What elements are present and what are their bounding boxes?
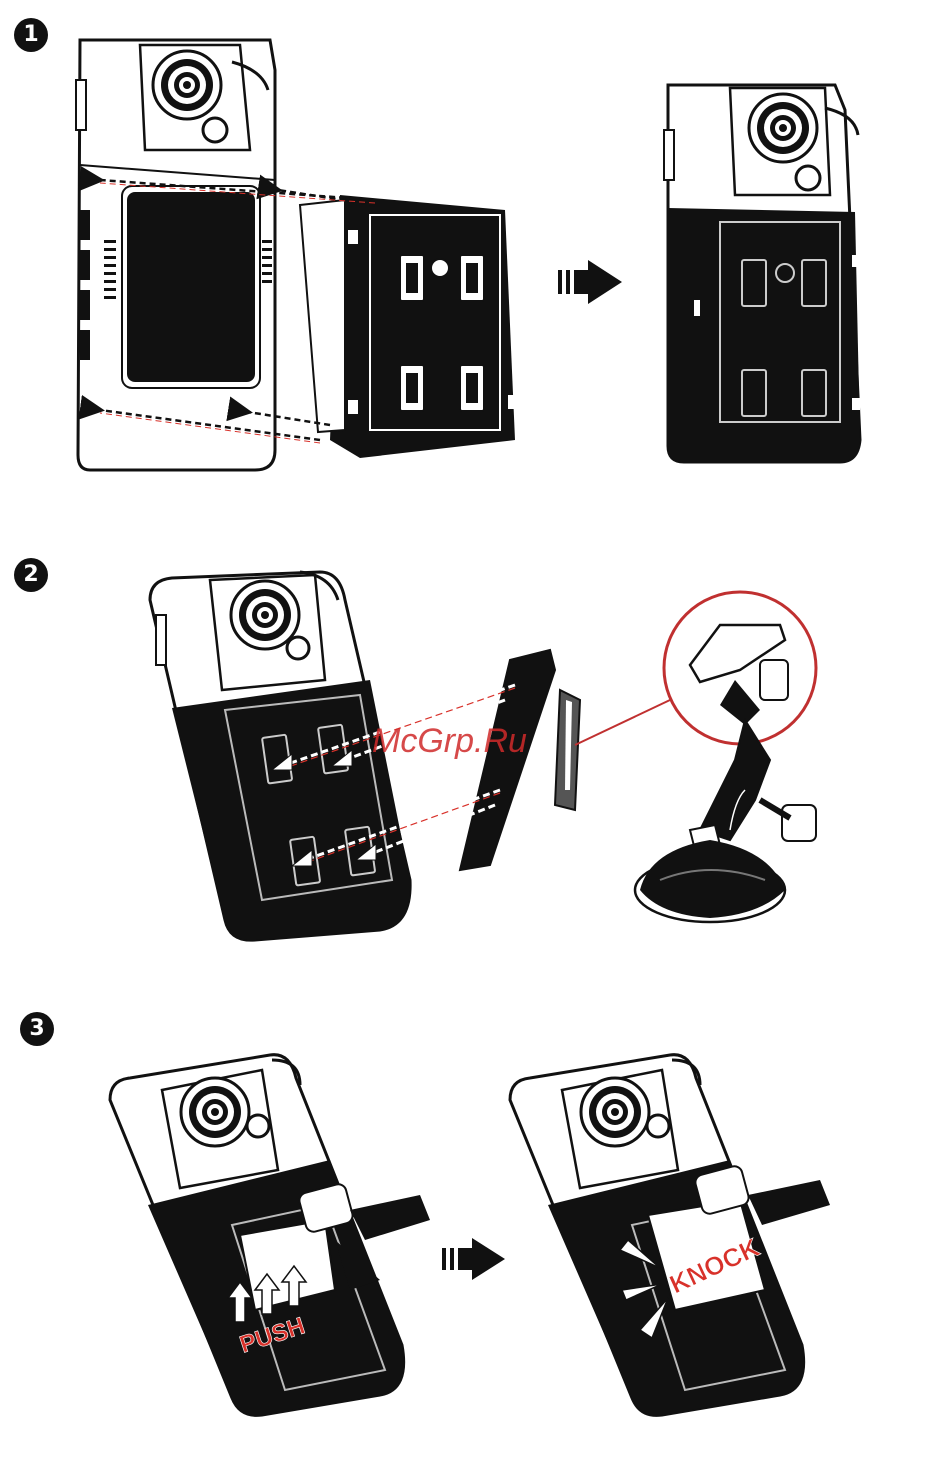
step3-next-arrow <box>442 1238 505 1280</box>
step1-bracket-plate <box>300 195 518 458</box>
step3-camera-knock <box>510 1055 830 1416</box>
step2-suction-mount <box>575 592 816 922</box>
step1-camera-assembled <box>664 85 860 462</box>
step1-next-arrow <box>558 260 622 304</box>
step3-camera-push <box>110 1055 430 1416</box>
step2-bracket <box>460 650 580 870</box>
step1-camera-front <box>76 40 275 470</box>
watermark-text: McGrp.Ru <box>372 722 527 760</box>
